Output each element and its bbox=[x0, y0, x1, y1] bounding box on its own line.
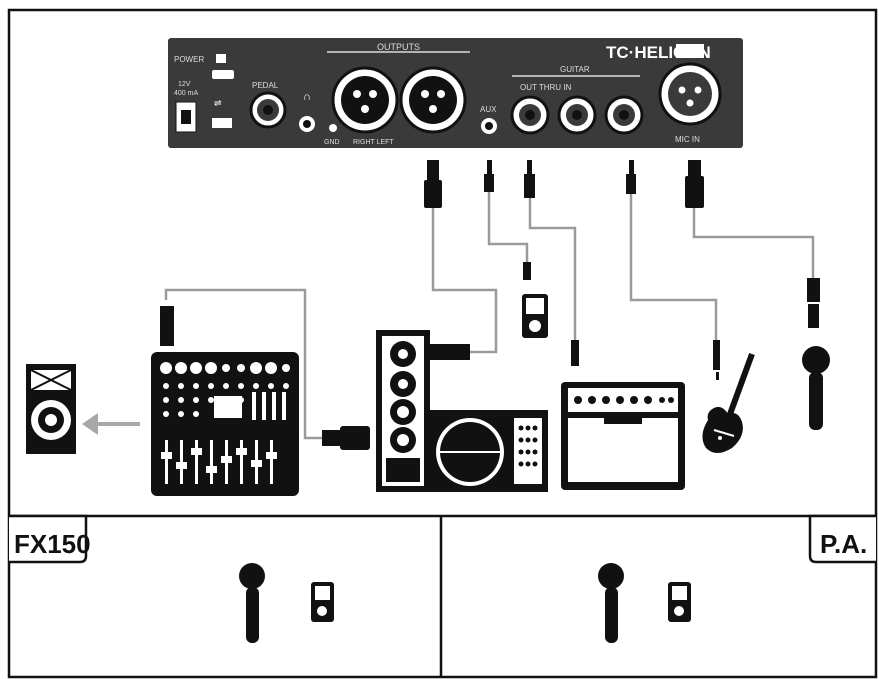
cable-guitar-in-to-guitar bbox=[629, 192, 718, 340]
gnd-label: GND bbox=[324, 139, 340, 146]
guitar-sub-label: OUT THRU IN bbox=[520, 83, 571, 92]
mp3-player-icon bbox=[311, 582, 334, 622]
lock-icon bbox=[216, 54, 226, 63]
guitar-label: GUITAR bbox=[560, 65, 590, 74]
mp3-player-icon bbox=[668, 582, 691, 622]
microphone-icon bbox=[598, 563, 624, 643]
headphone-icon: ∩ bbox=[303, 91, 311, 103]
cables bbox=[164, 190, 815, 440]
speaker-icon bbox=[26, 364, 76, 454]
panel-right-label: P.A. bbox=[820, 529, 867, 559]
outputs-label: OUTPUTS bbox=[377, 42, 420, 52]
xlr-connector-icon bbox=[322, 426, 370, 450]
xlr-connector-icon bbox=[685, 160, 704, 208]
panel-left-label: FX150 bbox=[14, 529, 91, 559]
cable-mic-in-to-mic bbox=[692, 206, 815, 278]
mp3-player-icon bbox=[522, 262, 548, 338]
power-label: POWER bbox=[174, 55, 204, 64]
guitar-icon bbox=[702, 340, 755, 453]
microphone-icon bbox=[802, 346, 830, 430]
cable-mixer-loop bbox=[164, 288, 324, 440]
aux-label: AUX bbox=[480, 105, 497, 114]
outputs-sub-label: RIGHT LEFT bbox=[353, 139, 394, 146]
device-rear-panel: POWER 12V 400 mA ⇌ PEDAL ∩ GND OUTPUTS R… bbox=[168, 38, 743, 148]
panel-right: P.A. bbox=[598, 514, 876, 643]
pedal-label: PEDAL bbox=[252, 81, 279, 90]
xlr-connector-icon bbox=[807, 278, 820, 328]
power-current-label: 400 mA bbox=[174, 90, 198, 97]
cable-guitar-out-to-amp bbox=[528, 196, 577, 340]
xlr-connector-icon bbox=[424, 160, 442, 208]
jack-connector-icon bbox=[524, 160, 535, 198]
mixer-icon bbox=[151, 306, 299, 496]
usb-icon: ⇌ bbox=[214, 98, 222, 108]
cable-xlr-to-mixer-in bbox=[431, 206, 498, 354]
usb-port bbox=[212, 118, 232, 128]
mic-in-label: MIC IN bbox=[675, 135, 700, 144]
microphone-icon bbox=[239, 563, 265, 643]
jack-connector-icon bbox=[626, 160, 636, 194]
signal-arrow-icon bbox=[82, 413, 140, 435]
monitor-icon bbox=[376, 330, 548, 492]
panel-left: FX150 bbox=[9, 514, 334, 643]
amplifier-icon bbox=[561, 340, 685, 490]
jack-connector-icon bbox=[484, 160, 494, 192]
cable-aux-to-mp3 bbox=[487, 190, 529, 262]
power-volts-label: 12V bbox=[178, 81, 191, 88]
